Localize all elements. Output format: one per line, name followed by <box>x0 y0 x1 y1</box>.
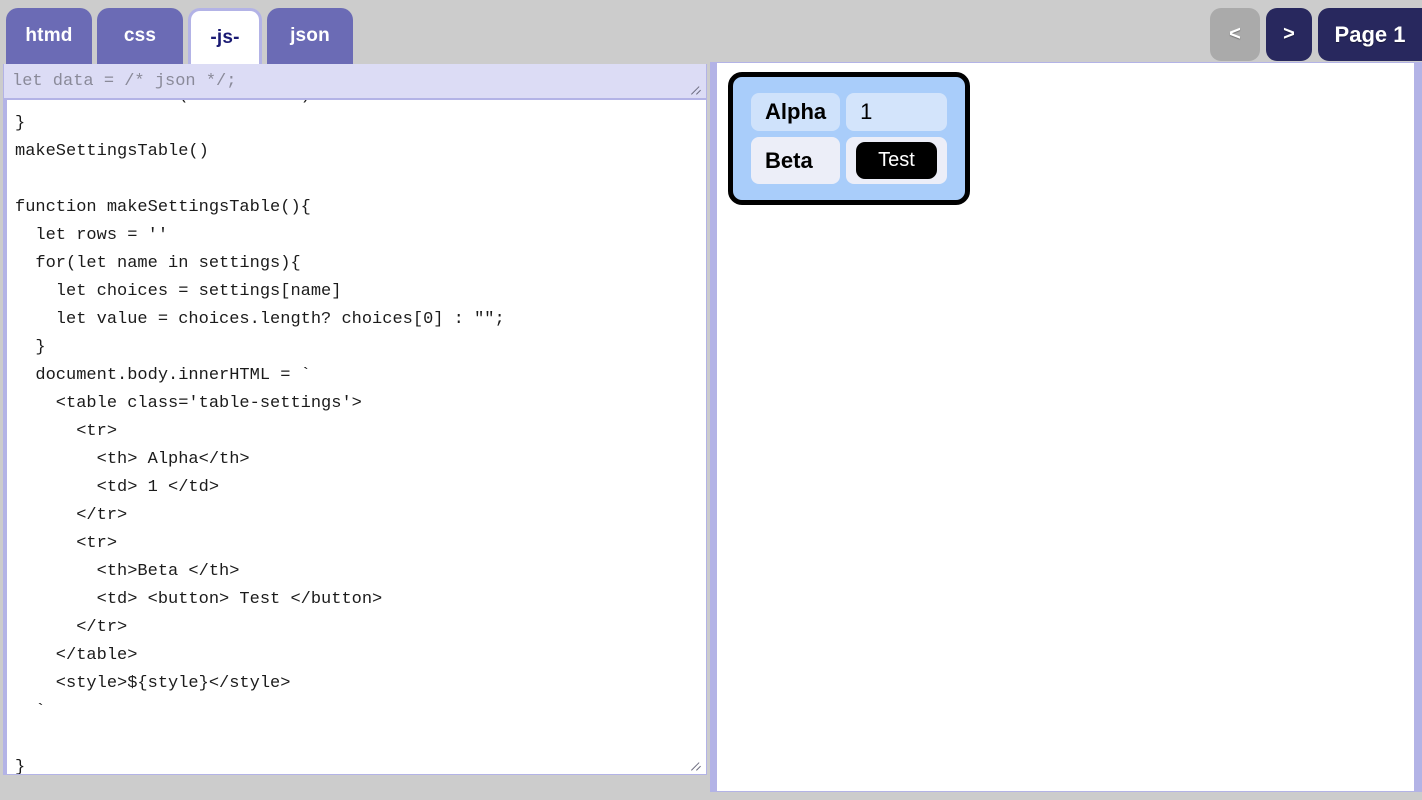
table-row: Beta Test <box>751 137 947 184</box>
preview-pane: Alpha 1 Beta Test <box>710 62 1422 792</box>
setting-name-beta: Beta <box>751 137 841 184</box>
tab-htmd[interactable]: htmd <box>6 8 92 64</box>
table-row: Alpha 1 <box>751 93 947 131</box>
code-content: 'beta' : words('a b c d e') } makeSettin… <box>15 100 505 775</box>
editor-pane: let data = /* json */; 'beta' : words('a… <box>0 64 710 776</box>
settings-table: Alpha 1 Beta Test <box>728 72 970 205</box>
resize-handle-icon[interactable] <box>691 760 703 772</box>
page-indicator-button[interactable]: Page 1 <box>1318 8 1422 61</box>
test-button[interactable]: Test <box>856 142 937 179</box>
editor-header-text: let data = /* json */; <box>12 72 237 91</box>
next-page-button[interactable]: > <box>1266 8 1312 61</box>
setting-name-alpha: Alpha <box>751 93 841 131</box>
editor-header-field[interactable]: let data = /* json */; <box>3 64 707 99</box>
top-bar: htmd css -js- json < > Page 1 <box>0 0 1422 64</box>
code-textarea[interactable]: 'beta' : words('a b c d e') } makeSettin… <box>3 99 707 775</box>
tab-json[interactable]: json <box>267 8 353 64</box>
tab-css[interactable]: css <box>97 8 183 64</box>
editor-tab-list: htmd css -js- json <box>6 8 353 64</box>
pager-controls: < > Page 1 <box>1210 8 1422 61</box>
setting-value-alpha: 1 <box>846 93 947 131</box>
resize-handle-icon[interactable] <box>691 84 703 96</box>
tab-js[interactable]: -js- <box>188 8 262 64</box>
setting-value-beta: Test <box>846 137 947 184</box>
previous-page-button[interactable]: < <box>1210 8 1260 61</box>
